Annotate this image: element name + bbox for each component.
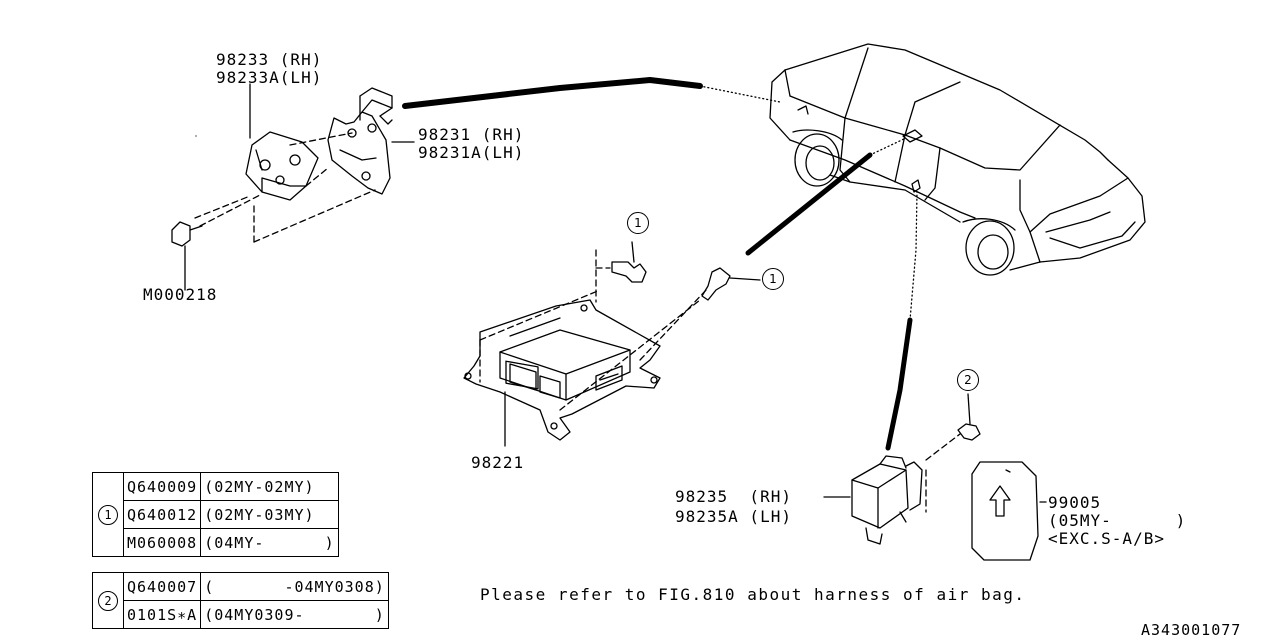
ref-circle-2: 2 xyxy=(957,369,979,391)
sensor-dashed-guides xyxy=(925,433,961,513)
figure-id: A343001077 xyxy=(1141,621,1242,639)
table-row: 1 Q640009 (02MY-02MY) xyxy=(92,472,339,557)
year-range-cell: ( -04MY0308) xyxy=(200,572,389,601)
table-symbol: 2 xyxy=(92,572,124,629)
ref-circle-1-right: 1 xyxy=(762,268,784,290)
vehicle-illustration xyxy=(769,43,1146,276)
ref-circle-1-top: 1 xyxy=(627,212,649,234)
symbol-circle-1: 1 xyxy=(98,504,118,525)
label-part-number: 99005 xyxy=(1048,493,1102,512)
table-row: 0101S∗A (04MY0309- ) xyxy=(93,600,389,629)
year-range-cell: (02MY-03MY) xyxy=(200,500,339,529)
bolt-label: M000218 xyxy=(143,285,218,304)
side-sensor-rh-label: 98235 (RH) xyxy=(675,487,792,506)
side-sensor-98235 xyxy=(823,455,923,545)
symbol-circle-2: 2 xyxy=(98,590,118,611)
part-number-cell: Q640009 xyxy=(122,472,202,501)
part-number-cell: Q640012 xyxy=(122,500,202,529)
side-sensor-lh-label: 98235A (LH) xyxy=(675,507,792,526)
bracket-leader xyxy=(249,83,415,143)
bracket-dashed-guides xyxy=(194,132,376,243)
part-number-cell: M060008 xyxy=(122,528,202,557)
bolt-sensor xyxy=(957,393,981,441)
harness-note: Please refer to FIG.810 about harness of… xyxy=(480,585,1026,604)
year-range-cell: (02MY-02MY) xyxy=(200,472,339,501)
label-99005 xyxy=(971,461,1047,561)
control-unit-label: 98221 xyxy=(471,453,525,472)
table-row: M060008 (04MY- ) xyxy=(93,528,339,557)
control-unit-dashed-guides xyxy=(479,249,709,411)
bracket-lh-label: 98233A(LH) xyxy=(216,68,323,87)
bolt-m000218 xyxy=(171,135,203,291)
control-unit-98221 xyxy=(463,299,661,447)
year-range-cell: (04MY- ) xyxy=(200,528,339,557)
bracket-rh-label: 98233 (RH) xyxy=(216,50,323,69)
label-exclusion: <EXC.S-A/B> xyxy=(1048,529,1165,548)
parts-table-1: 1 Q640009 (02MY-02MY) Q640012 (02MY-03MY… xyxy=(92,472,339,557)
table-row: 2 Q640007 ( -04MY0308) xyxy=(92,572,389,629)
label-years: (05MY- ) xyxy=(1048,511,1187,530)
table-symbol: 1 xyxy=(92,472,124,557)
sensor-bracket-lh-label: 98231A(LH) xyxy=(418,143,525,162)
table-row: Q640012 (02MY-03MY) xyxy=(93,500,339,529)
leader-lines xyxy=(402,77,918,451)
sensor-bracket-rh-label: 98231 (RH) xyxy=(418,125,525,144)
part-number-cell: Q640007 xyxy=(122,572,202,601)
parts-table-2: 2 Q640007 ( -04MY0308) 0101S∗A (04MY0309… xyxy=(92,572,389,629)
bolt-right xyxy=(701,267,761,301)
year-range-cell: (04MY0309- ) xyxy=(200,600,389,629)
bracket-98231 xyxy=(327,87,393,195)
part-number-cell: 0101S∗A xyxy=(122,600,202,629)
bracket-98233 xyxy=(245,131,319,201)
bolt-top xyxy=(611,241,647,283)
